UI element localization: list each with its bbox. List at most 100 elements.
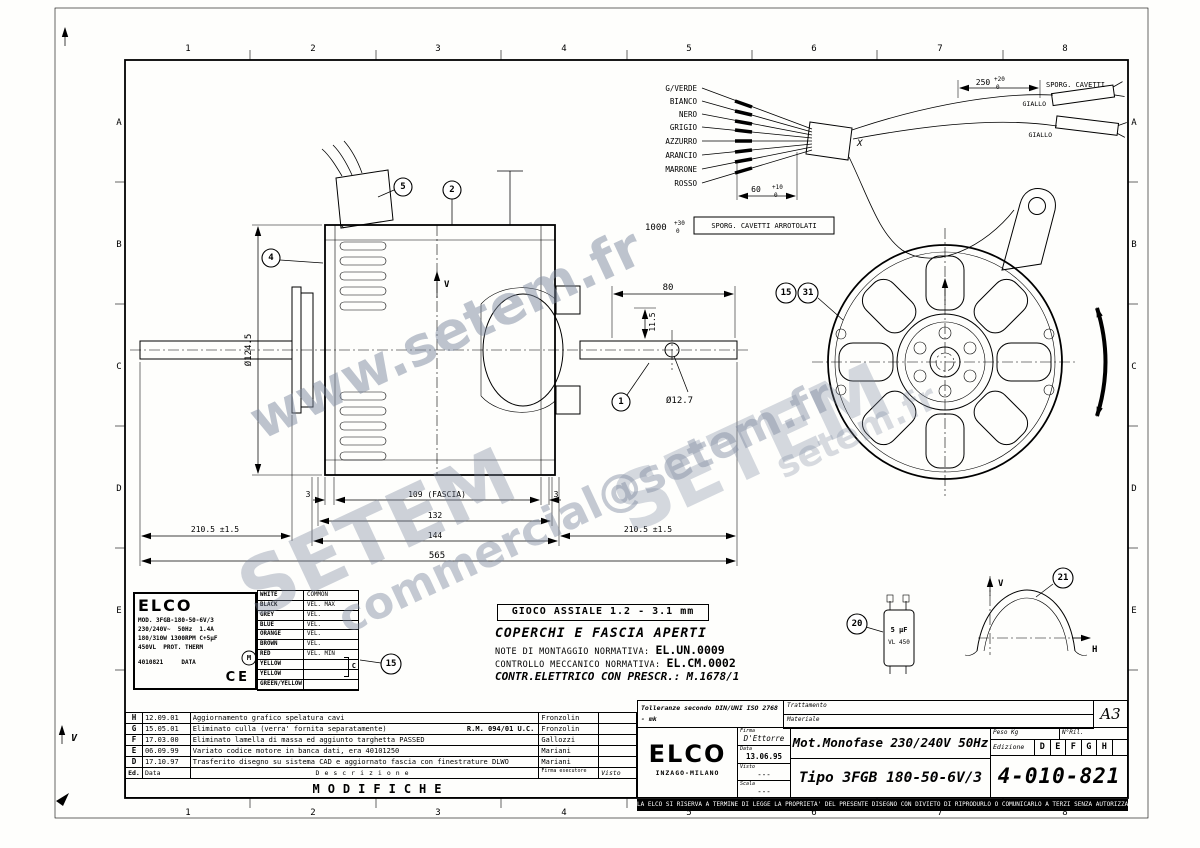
plate-brand-logo: ELCO (138, 596, 193, 615)
edizione-row: Edizione D E F G H (990, 739, 1128, 756)
rev-ed: H (126, 713, 143, 723)
margin-marks: V (56, 27, 78, 806)
wire-function: VEL. MAX (307, 601, 335, 608)
dim-250-tol-hi: +20 (994, 76, 1005, 83)
frame-row-label: C (1131, 362, 1136, 372)
wiring-row: BLUE VEL. (258, 620, 358, 631)
electrical-note-label: CONTR.ELETTRICO CON PRESCR.: (495, 670, 681, 683)
frame-row-label: C (116, 362, 121, 372)
wiring-row: GREY VEL. (258, 610, 358, 621)
balloon-21: 21 (1052, 567, 1074, 589)
rev-date: 15.05.01 (143, 724, 191, 734)
svg-text:2: 2 (449, 185, 454, 195)
frame-col-label: 8 (1062, 808, 1067, 818)
revision-row: F 17.03.00 Eliminato lamella di massa ed… (126, 735, 636, 746)
wire-color: BROWN (258, 640, 304, 650)
rev-header-date: Data (143, 768, 191, 778)
wire-function: VEL. (307, 611, 321, 618)
electrical-check-note: CONTR.ELETTRICO CON PRESCR.: M.1678/1 (495, 670, 739, 683)
cable-entry-tab (1001, 188, 1056, 271)
balloon-4: 4 (261, 248, 281, 268)
dim-1000-tol-lo: 0 (676, 228, 680, 235)
frame-col-label: 4 (561, 808, 566, 818)
wiring-color-table: WHITE COMMON BLACK VEL. MAX GREY VEL. BL… (257, 590, 359, 691)
svg-text:1: 1 (618, 397, 623, 407)
edizione-letter: E (1051, 740, 1066, 755)
svg-text:20: 20 (852, 619, 863, 629)
frame-row-label: B (1131, 240, 1136, 250)
covers-open-note: COPERCHI E FASCIA APERTI (495, 626, 707, 641)
frame-col-label: 6 (811, 44, 816, 54)
wiring-row: YELLOW (258, 669, 358, 680)
visto-value: --- (757, 770, 771, 779)
wire-label: ARANCIO (665, 151, 697, 160)
rev-date: 17.10.97 (143, 757, 191, 767)
revision-row: E 06.09.99 Variato codice motore in banc… (126, 746, 636, 757)
trattamento-cell: Trattamento (783, 700, 1094, 715)
company-logo: ELCO (648, 740, 727, 768)
rev-desc: Eliminato lamella di massa ed aggiunto t… (191, 735, 540, 745)
dim-60: 60 (751, 185, 761, 194)
firma-label: Firma (740, 728, 756, 734)
drawing-title-line2: Tipo 3FGB 180-50-6V/3 (790, 758, 991, 798)
dim-1000-tol-hi: +30 (674, 220, 685, 227)
wire-fanout: G/VERDE BIANCO NERO GRIGIO AZZURRO ARANC… (645, 84, 863, 235)
company-city: INZAGO-MILANO (655, 769, 720, 777)
mounting-note-label: NOTE DI MONTAGGIO NORMATIVA: (495, 647, 650, 657)
bearing-housing (480, 285, 581, 415)
tolerance-line-1: Tolleranze secondo DIN/UNI ISO 2768 - mk (641, 704, 778, 723)
balloon-5: 5 (393, 177, 413, 197)
rev-visto (599, 757, 636, 767)
rev-desc: Trasferito disegno su sistema CAD e aggi… (191, 757, 540, 767)
dim-250-tol-lo: 0 (996, 84, 1000, 91)
wire-color: YELLOW (258, 669, 304, 679)
mechanical-note-label: CONTROLLO MECCANICO NORMATIVA: (495, 660, 661, 670)
frame-row-label: D (116, 484, 121, 494)
dim-3-right: 3 (554, 490, 559, 499)
tolerance-note: Tolleranze secondo DIN/UNI ISO 2768 - mk… (637, 700, 784, 728)
wiring-row: BROWN VEL. (258, 640, 358, 651)
data-value: 13.06.95 (745, 752, 783, 761)
dim-60-tol-lo: 0 (774, 192, 778, 199)
wire-color: RED (258, 650, 304, 660)
rev-firma: Mariani (539, 757, 600, 767)
frame-row-label: B (116, 240, 121, 250)
sporg-arrotolati-label: SPORG. CAVETTI ARROTOLATI (711, 222, 816, 230)
plate-power-line: 180/310W 1300RPM C+5µF (138, 635, 218, 642)
side-view-balloons: 5 2 4 1 (261, 177, 650, 412)
balloon-20: 20 (846, 613, 868, 635)
rev-date: 12.09.01 (143, 713, 191, 723)
vent-slots-front (838, 255, 1052, 469)
wire-label: ROSSO (674, 179, 697, 188)
edizione-letter: G (1082, 740, 1097, 755)
plate-voltage-line: 230/240V~ 50Hz 1.4A (138, 626, 214, 633)
wiring-row: WHITE COMMON (258, 591, 358, 601)
title-block: Tolleranze secondo DIN/UNI ISO 2768 - mk… (637, 700, 1128, 798)
firma-value: D'Ettorre (743, 734, 785, 743)
wire-function: VEL. (307, 631, 321, 638)
connector-x-label: X (856, 139, 863, 149)
wire-label: BIANCO (670, 97, 698, 106)
rev-ed: G (126, 724, 143, 734)
frame-col-label: 4 (561, 44, 566, 54)
edizione-letter: H (1097, 740, 1113, 755)
wire-function: COMMON (307, 592, 328, 598)
copyright-strip: LA ELCO SI RISERVA A TERMINE DI LEGGE LA… (637, 799, 1128, 811)
clamp-drawing: V H 21 (964, 567, 1097, 656)
frame-col-label: 1 (185, 808, 190, 818)
wire-function (304, 680, 358, 689)
drawing-title-line1: Mot.Monofase 230/240V 50Hz (790, 727, 991, 759)
revision-row: D 17.10.97 Trasferito disegno su sistema… (126, 757, 636, 768)
wire-function: VEL. (307, 621, 321, 628)
rev-rm-note: R.M. 094/01 U.C. (466, 725, 535, 733)
rev-header-desc: Descrizione (191, 768, 540, 778)
edizione-letter-empty (1113, 740, 1128, 755)
dim-210-left: 210.5 ±1.5 (191, 525, 239, 534)
rev-desc: Variato codice motore in banca dati, era… (191, 746, 540, 756)
rev-header-firma: Firma esecutore (539, 768, 600, 778)
dim-80: 80 (663, 283, 674, 293)
rev-visto (599, 746, 636, 756)
rotation-arrow (1095, 307, 1108, 417)
sheet-frame (54, 7, 1149, 819)
